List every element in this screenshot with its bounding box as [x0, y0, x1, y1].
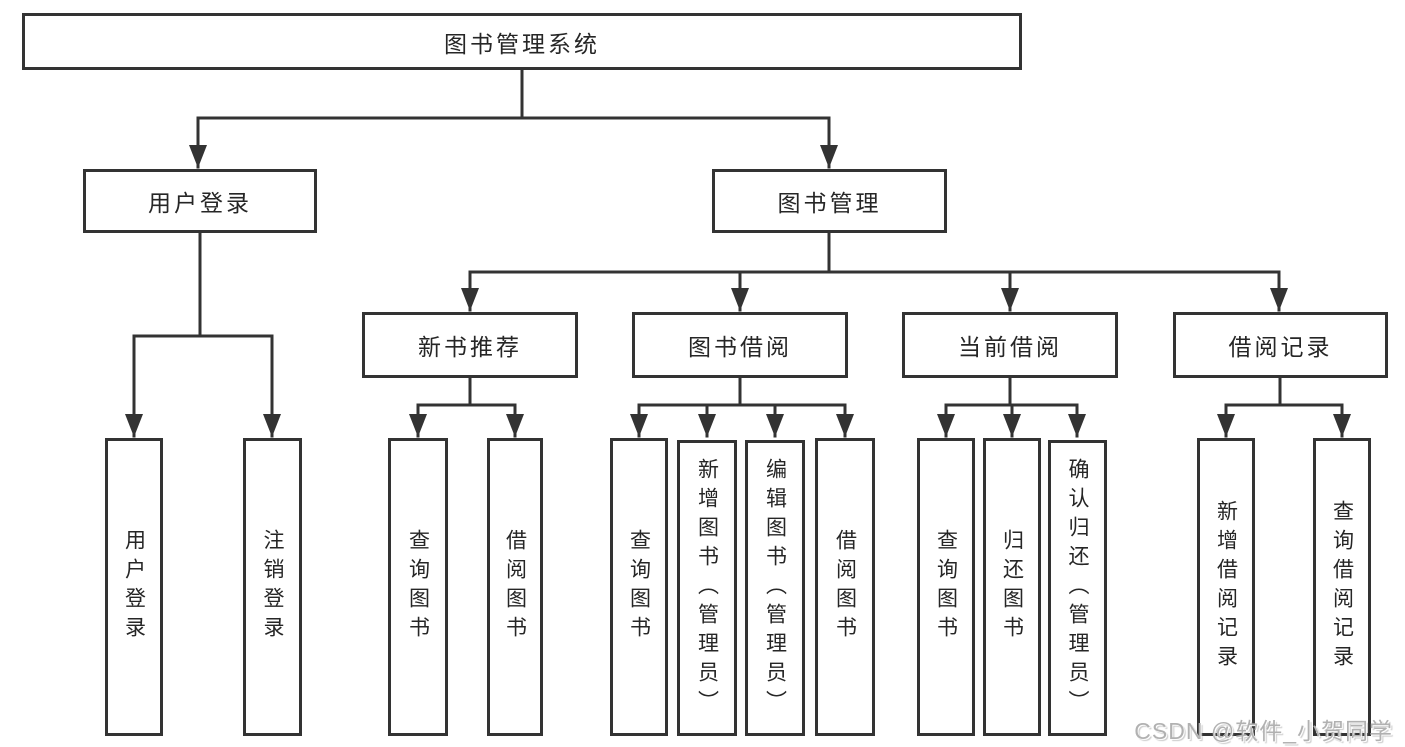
leaf-borrow-edit-book: 编辑图书（管理员）: [745, 440, 805, 736]
leaf-borrow-query-book: 查询图书: [610, 438, 668, 736]
node-new-book-recommend: 新书推荐: [362, 312, 578, 378]
node-book-borrow-label: 图书借阅: [688, 334, 792, 360]
node-root-system-label: 图书管理系统: [444, 30, 600, 57]
node-borrow-record-label: 借阅记录: [1228, 334, 1333, 360]
leaf-current-confirm-return: 确认归还（管理员）: [1048, 440, 1107, 736]
node-current-borrow: 当前借阅: [902, 312, 1118, 378]
leaf-borrow-query-book-label: 查询图书: [627, 529, 651, 645]
leaf-current-query-book-label: 查询图书: [934, 529, 958, 645]
node-current-borrow-label: 当前借阅: [958, 334, 1062, 360]
leaf-record-add-record-label: 新增借阅记录: [1214, 500, 1238, 674]
leaf-logout-login: 注销登录: [243, 438, 302, 736]
leaf-current-return-book-label: 归还图书: [1000, 529, 1024, 645]
leaf-current-confirm-return-label: 确认归还（管理员）: [1066, 457, 1089, 719]
leaf-borrow-edit-book-label: 编辑图书（管理员）: [763, 457, 787, 719]
node-book-management-label: 图书管理: [777, 190, 882, 216]
leaf-borrow-borrow-book: 借阅图书: [815, 438, 875, 736]
leaf-record-add-record: 新增借阅记录: [1197, 438, 1255, 736]
watermark: CSDN @软件_小贺同学: [1134, 718, 1393, 744]
leaf-current-query-book: 查询图书: [917, 438, 975, 736]
leaf-logout-login-label: 注销登录: [261, 529, 284, 645]
leaf-newbook-borrow-book: 借阅图书: [487, 438, 543, 736]
node-user-login: 用户登录: [83, 169, 317, 233]
leaf-newbook-query-book-label: 查询图书: [406, 529, 430, 645]
leaf-newbook-query-book: 查询图书: [388, 438, 448, 736]
node-book-borrow: 图书借阅: [632, 312, 848, 378]
node-book-management: 图书管理: [712, 169, 947, 233]
leaf-borrow-add-book-label: 新增图书（管理员）: [695, 457, 719, 719]
leaf-record-query-record-label: 查询借阅记录: [1330, 500, 1354, 674]
leaf-newbook-borrow-book-label: 借阅图书: [503, 529, 527, 645]
leaf-user-login-label: 用户登录: [122, 529, 146, 645]
leaf-record-query-record: 查询借阅记录: [1313, 438, 1371, 736]
node-new-book-recommend-label: 新书推荐: [418, 334, 522, 360]
leaf-borrow-borrow-book-label: 借阅图书: [833, 529, 857, 645]
node-user-login-label: 用户登录: [148, 190, 252, 216]
node-root-system: 图书管理系统: [22, 13, 1022, 70]
leaf-user-login: 用户登录: [105, 438, 163, 736]
node-borrow-record: 借阅记录: [1173, 312, 1388, 378]
leaf-borrow-add-book: 新增图书（管理员）: [677, 440, 737, 736]
leaf-current-return-book: 归还图书: [983, 438, 1041, 736]
